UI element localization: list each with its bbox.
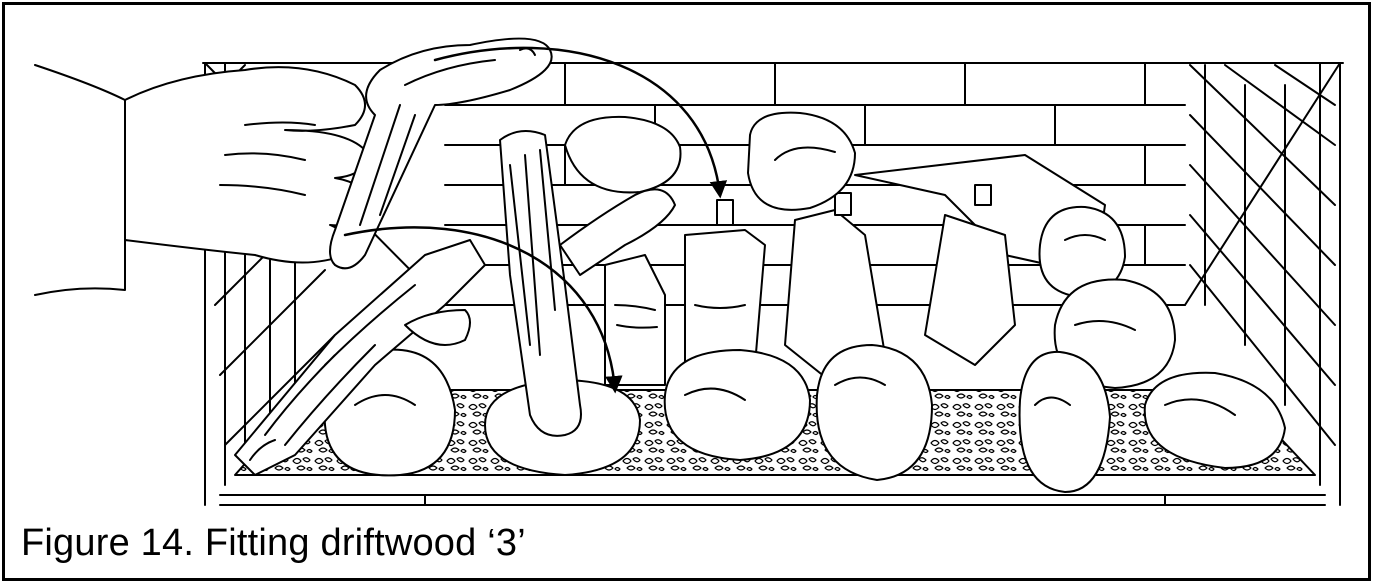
hand: [35, 65, 370, 295]
figure-caption: Figure 14. Fitting driftwood ‘3’: [21, 522, 526, 565]
fireplace-illustration: [5, 5, 1374, 515]
